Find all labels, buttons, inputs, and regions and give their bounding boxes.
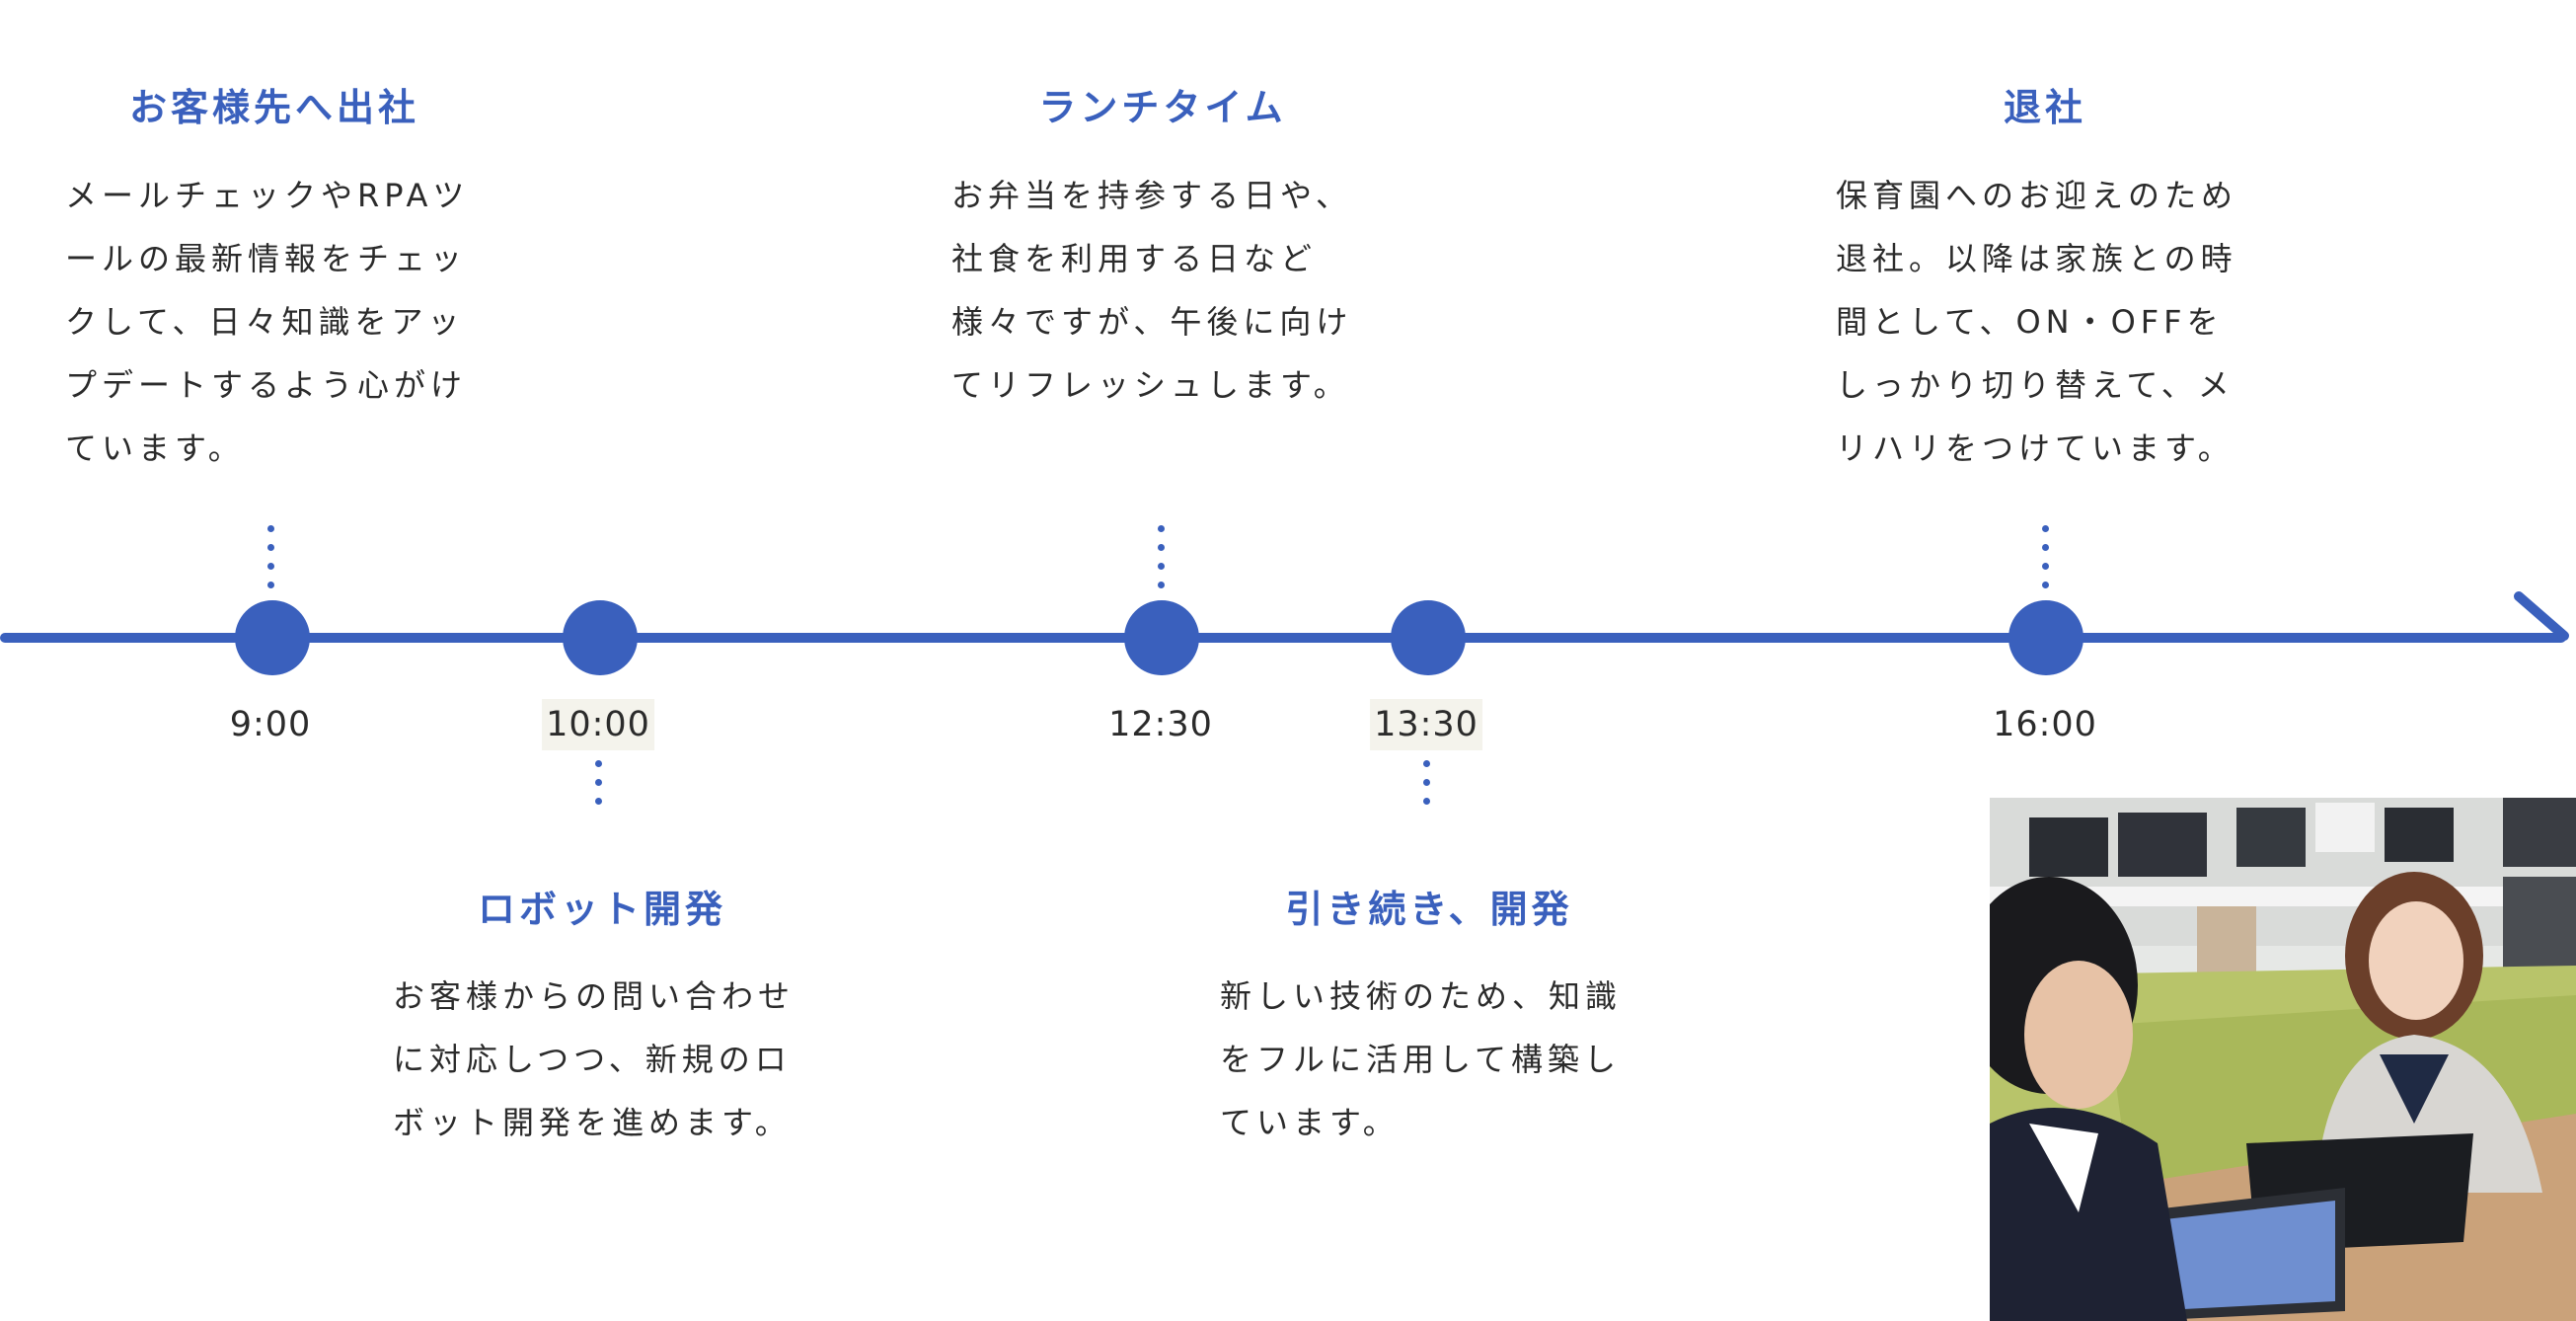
connector-dots-0900 (266, 525, 274, 600)
timeline-node-0900 (235, 600, 310, 675)
connector-dots-1000 (594, 760, 602, 816)
event-description-1330: 新しい技術のため、知識 をフルに活用して構築し ています。 (1220, 977, 1623, 1141)
event-title-1600: 退社 (2003, 86, 2087, 129)
arrow-head-icon (2514, 591, 2569, 641)
event-description-1600: 保育園へのお迎えのため 退社。以降は家族との時 間として、ON・OFFを しっか… (1836, 177, 2238, 467)
event-title-1230: ランチタイム (1038, 86, 1287, 129)
time-label-0900: 9:00 (229, 705, 312, 744)
timeline-node-1230 (1124, 600, 1199, 675)
timeline-axis (0, 633, 2566, 643)
office-meeting-photo (1990, 798, 2576, 1321)
timeline-node-1000 (563, 600, 638, 675)
event-title-1000: ロボット開発 (477, 888, 727, 931)
time-label-1330: 13:30 (1370, 699, 1482, 750)
event-title-0900: お客様先へ出社 (128, 86, 420, 129)
event-description-1230: お弁当を持参する日や、 社食を利用する日など 様々ですが、午後に向け てリフレッ… (951, 177, 1353, 404)
connector-dots-1230 (1157, 525, 1165, 600)
connector-dots-1600 (2041, 525, 2049, 600)
connector-dots-1330 (1422, 760, 1430, 816)
event-title-1330: 引き続き、開発 (1285, 888, 1573, 931)
event-description-0900: メールチェックやRPAツ ールの最新情報をチェッ クして、日々知識をアッ プデー… (65, 177, 470, 467)
time-label-1600: 16:00 (1993, 705, 2097, 744)
timeline-node-1330 (1391, 600, 1466, 675)
timeline-node-1600 (2008, 600, 2084, 675)
time-label-1000: 10:00 (542, 699, 654, 750)
event-description-1000: お客様からの問い合わせ に対応しつつ、新規のロ ボット開発を進めます。 (393, 977, 796, 1141)
time-label-1230: 12:30 (1108, 705, 1213, 744)
